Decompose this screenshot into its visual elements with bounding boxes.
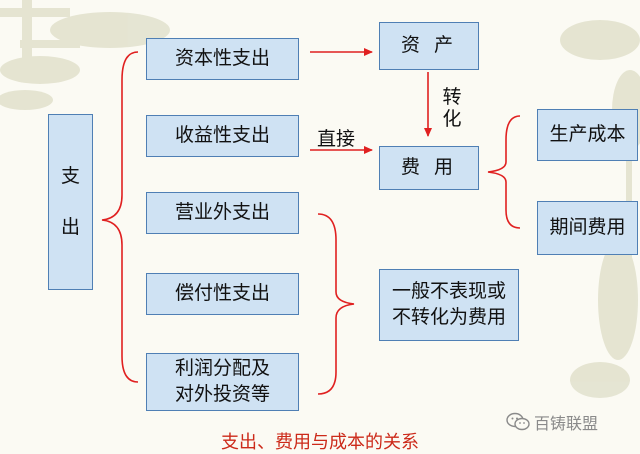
period-expenses-box: 期间费用 <box>537 201 638 255</box>
wechat-icon <box>506 412 530 431</box>
watermark: 百铸联盟 <box>506 410 598 434</box>
expenditure-box: 支 出 <box>48 114 93 290</box>
non-operating-expenditure-box: 营业外支出 <box>146 192 299 234</box>
capital-expenditure-box: 资本性支出 <box>146 38 299 80</box>
revenue-expenditure-box: 收益性支出 <box>146 115 299 157</box>
direct-label: 直接 <box>317 128 356 150</box>
transform-label: 转 化 <box>442 86 462 130</box>
expenses-box: 费 用 <box>379 146 479 190</box>
diagram-caption: 支出、费用与成本的关系 <box>221 432 419 453</box>
left-brace <box>101 51 139 383</box>
watermark-text: 百铸联盟 <box>534 414 599 433</box>
profit-distribution-box: 利润分配及 对外投资等 <box>146 353 299 411</box>
not-converted-box: 一般不表现或 不转化为费用 <box>379 269 519 341</box>
other-expenses-brace <box>317 213 355 395</box>
expenses-brace <box>487 115 521 229</box>
compensatory-expenditure-box: 偿付性支出 <box>146 273 299 315</box>
assets-box: 资 产 <box>379 22 479 70</box>
production-cost-box: 生产成本 <box>537 109 638 161</box>
